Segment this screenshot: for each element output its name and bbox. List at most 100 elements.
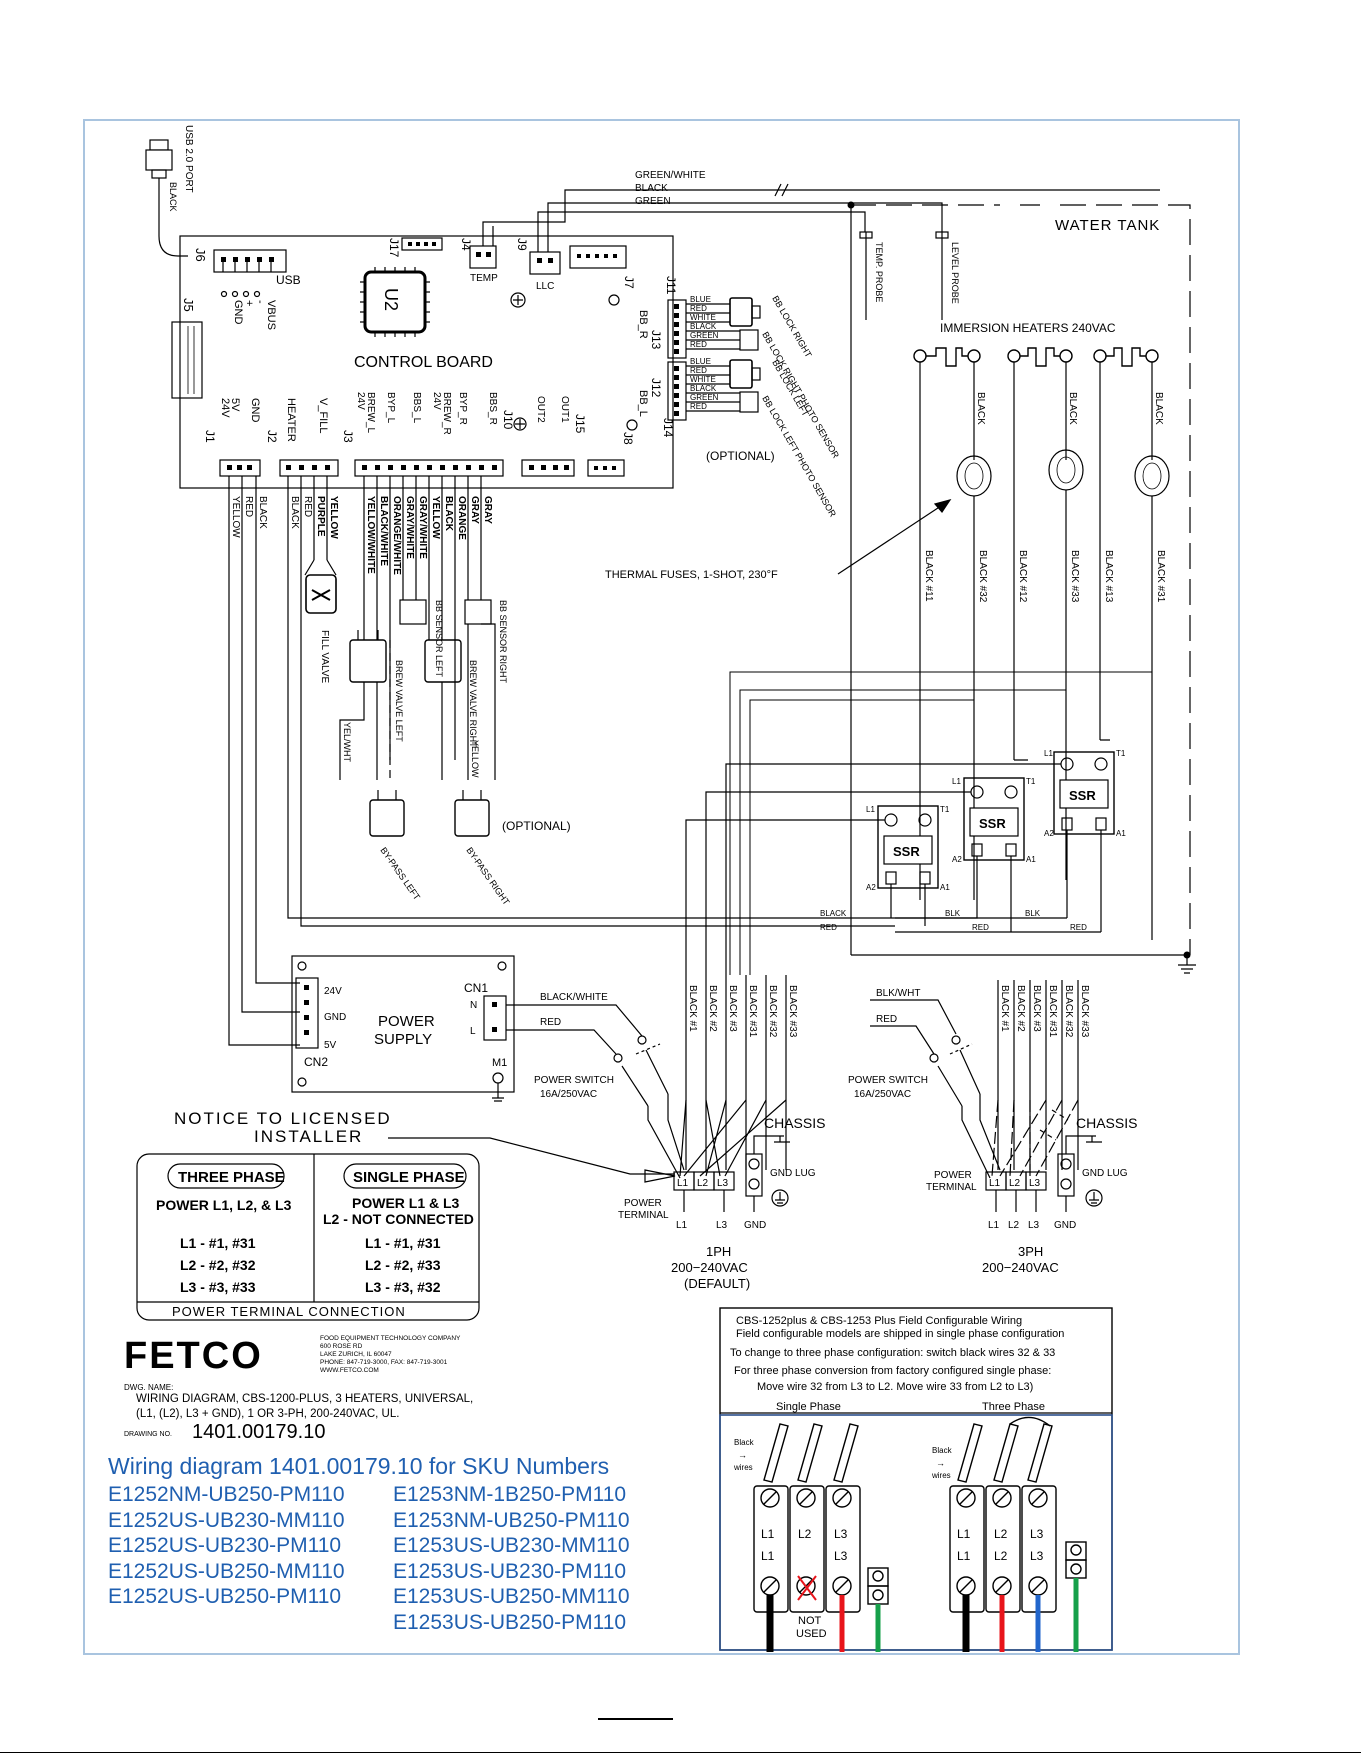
label-temp: TEMP [470, 273, 498, 284]
fc-arrow-1: → [738, 1450, 747, 1460]
label-j13: J13 [649, 330, 663, 350]
label-j5: J5 [181, 298, 196, 312]
drawing-number: 1401.00179.10 [192, 1421, 325, 1443]
sku-item: E1252US-UB250-MM110 [108, 1559, 345, 1583]
single-phase-power: POWER L1 & L3 [352, 1195, 460, 1211]
sku-item: E1253US-UB230-PM110 [393, 1559, 627, 1583]
fc-term-l2-c: L2 [994, 1527, 1008, 1541]
1ph-pin-l1: L1 [677, 1178, 689, 1189]
fc-not-used-1: NOT [798, 1615, 822, 1627]
usb-pin-gnd: GND [232, 300, 244, 325]
fc-term-l1-c: L1 [957, 1527, 971, 1541]
ssr-wire-blk-2: BLK [1025, 909, 1041, 918]
usb-port-label: USB 2.0 PORT [183, 125, 194, 193]
ssr-wire-blk-1: BLK [945, 909, 961, 918]
wire-green-white: GREEN/WHITE [635, 170, 706, 181]
1ph-rating: 16A/250VAC [540, 1089, 597, 1100]
single-phase-power-2: L2 - NOT CONNECTED [323, 1211, 474, 1227]
thermal-fuse-label: THERMAL FUSES, 1-SHOT, 230°F [605, 569, 778, 581]
j3-wire-gray-1: GRAY [469, 496, 480, 524]
pin-j3-byp-r: BYP_R [457, 392, 468, 425]
ssr-wire-black: BLACK [820, 909, 847, 918]
psu-title-1: POWER [378, 1013, 435, 1030]
pin-j3-byp-l: BYP_L [385, 392, 396, 424]
pin-heater: HEATER [285, 398, 297, 442]
diagram-frame [83, 119, 1240, 1655]
3ph-gnd-lug: GND LUG [1082, 1168, 1128, 1179]
fc-line-3: To change to three phase configuration: … [730, 1347, 1055, 1359]
bb-wire-blue-l: BLUE [690, 357, 711, 366]
bb-wire-blue-r: BLUE [690, 295, 711, 304]
single-phase-row-1: L1 - #1, #31 [365, 1235, 441, 1251]
3ph-bottom-l1: L1 [988, 1220, 1000, 1231]
3ph-switch: POWER SWITCH [848, 1075, 928, 1086]
label-j9: J9 [515, 238, 529, 251]
ssr-2-a2: A2 [952, 855, 962, 864]
psu-wire-blk-wht: BLACK/WHITE [540, 992, 608, 1003]
dwg-name-line-2: (L1, (L2), L3 + GND), 1 OR 3-PH, 200-240… [136, 1408, 399, 1420]
psu-title-2: SUPPLY [374, 1031, 432, 1048]
logo-address-5: WWW.FETCO.COM [320, 1367, 379, 1374]
bypass-left-label: BY-PASS LEFT [378, 845, 422, 902]
label-usb: USB [276, 273, 301, 287]
1ph-caption-2: 200−240VAC [671, 1260, 748, 1275]
bb-lock-optional: (OPTIONAL) [706, 449, 775, 463]
bb-wire-red2-l: RED [690, 402, 707, 411]
heater-black-2: BLACK [1067, 392, 1078, 425]
label-j3: J3 [341, 430, 355, 443]
tank-ground [851, 951, 1196, 974]
three-phase-row-1: L1 - #1, #31 [180, 1235, 256, 1251]
bb-lock-assembly: BLUE RED WHITE BLACK GREEN RED BLUE RED … [686, 294, 841, 519]
psu-24v: 24V [324, 986, 342, 997]
pin-out1: OUT1 [559, 396, 570, 423]
sku-item: E1253US-UB250-MM110 [393, 1585, 630, 1609]
bb-wire-green-l: GREEN [690, 393, 719, 402]
notice-title-2: INSTALLER [254, 1127, 363, 1146]
dwg-name-line-1: WIRING DIAGRAM, CBS-1200-PLUS, 3 HEATERS… [136, 1393, 473, 1405]
bb-wire-black-r: BLACK [690, 322, 717, 331]
pin-v-fill: V_FILL [317, 398, 329, 433]
ssr-1-l1: L1 [866, 805, 875, 814]
fc-term-l3-c: L3 [1030, 1527, 1044, 1541]
1ph-switch: POWER SWITCH [534, 1075, 614, 1086]
label-bb-l: BB_L [637, 390, 649, 417]
ssr-3-a2: A2 [1044, 829, 1054, 838]
3ph-pin-l2: L2 [1009, 1178, 1021, 1189]
sku-col-right: E1253NM-1B250-PM110 E1253NM-UB250-PM110 … [393, 1482, 678, 1636]
three-phase-header: THREE PHASE [178, 1169, 285, 1186]
heater-wire-12: BLACK #12 [1017, 550, 1028, 603]
3ph-rating: 16A/250VAC [854, 1089, 911, 1100]
ssr-1-a2: A2 [866, 883, 876, 892]
j2-wire-purple: PURPLE [315, 496, 326, 537]
power-supply: 24V GND 5V CN2 POWER SUPPLY CN1 N L M1 B… [291, 955, 643, 1102]
ssr-1-t1: T1 [940, 805, 950, 814]
logo-address-2: 600 ROSE RD [320, 1343, 363, 1350]
3ph-caption-1: 3PH [1018, 1244, 1043, 1259]
heater-wire-32: BLACK #32 [977, 550, 988, 603]
brew-valve-left-label: BREW VALVE LEFT [394, 660, 404, 742]
dwg-name-label: DWG. NAME: [124, 1383, 173, 1392]
yel-wht-label: YEL/WHT [342, 722, 352, 763]
bb-wire-white-r: WHITE [690, 313, 716, 322]
3ph-wire-red: RED [876, 1014, 897, 1025]
ssr-wire-red: RED [820, 923, 837, 932]
heater-wire-11: BLACK #11 [923, 550, 934, 602]
bb-wire-red-l: RED [690, 366, 707, 375]
bypass-optional: (OPTIONAL) [502, 819, 571, 833]
bb-sensor-right-label: BB SENSOR RIGHT [498, 600, 508, 684]
1ph-bottom-l1: L1 [676, 1220, 688, 1231]
sku-item: E1252US-UB230-MM110 [108, 1508, 345, 1532]
j3-wire-yel-wht: YELLOW/WHITE [365, 496, 376, 574]
1ph-caption-3: (DEFAULT) [684, 1276, 750, 1291]
immersion-heaters: IMMERSION HEATERS 240VAC BLACK BLACK BLA… [605, 321, 1170, 940]
1ph-caption-1: 1PH [706, 1244, 731, 1259]
3ph-terminal-2: TERMINAL [926, 1182, 977, 1193]
1ph-gnd-lug: GND LUG [770, 1168, 816, 1179]
1ph-terminal-1: POWER [624, 1198, 662, 1209]
ssr-3-a1: A1 [1116, 829, 1126, 838]
three-phase-row-3: L3 - #3, #33 [180, 1279, 256, 1295]
j3-wire-blk-wht: BLACK/WHITE [378, 496, 389, 566]
ssr-wire-red-2: RED [1070, 923, 1087, 932]
3ph-bottom-l3: L3 [1028, 1220, 1040, 1231]
